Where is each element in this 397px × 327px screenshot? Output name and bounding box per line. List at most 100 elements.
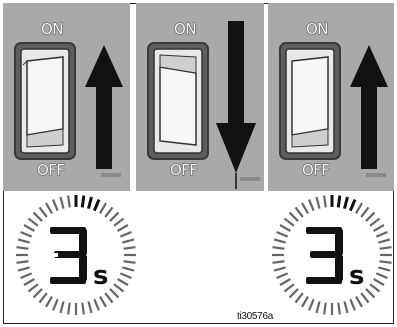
timer-unit: s xyxy=(93,261,108,291)
on-label: ON xyxy=(41,20,63,38)
dial-tick xyxy=(28,284,38,291)
dial-tick xyxy=(302,203,308,213)
dial-tick xyxy=(88,197,91,209)
dial-tick xyxy=(295,207,302,217)
switch-panel-off: ON OFF xyxy=(136,3,264,191)
dial-tick xyxy=(284,284,294,291)
dial-tick xyxy=(309,299,314,310)
off-label: OFF xyxy=(302,161,330,179)
dial-tick xyxy=(370,284,380,291)
dial-tick xyxy=(46,297,52,307)
dial-tick xyxy=(338,196,340,208)
dial-tick xyxy=(120,273,131,278)
dial-tick xyxy=(105,293,112,303)
dial-tick xyxy=(110,289,118,297)
dial-tick xyxy=(356,203,362,213)
dial-tick xyxy=(290,289,298,297)
dial-tick xyxy=(94,200,99,211)
dial-tick xyxy=(376,273,387,278)
dial-tick xyxy=(105,207,112,217)
dial-tick xyxy=(53,299,58,310)
dial-tick xyxy=(24,279,34,285)
dial-tick xyxy=(350,299,355,310)
dial-tick xyxy=(378,267,390,270)
dial-tick xyxy=(316,197,319,209)
dial-tick xyxy=(344,197,347,209)
switch-panel-on-1: ON OFF xyxy=(3,3,130,191)
dial-tick xyxy=(114,218,124,225)
dial-tick xyxy=(316,301,319,313)
dial-tick xyxy=(378,239,390,242)
dial-tick xyxy=(295,293,302,303)
dial-tick xyxy=(110,213,118,221)
dial-tick xyxy=(374,279,384,285)
dial-tick xyxy=(302,297,308,307)
off-label: OFF xyxy=(37,161,65,179)
dial-tick xyxy=(380,247,392,249)
dial-tick xyxy=(39,293,46,303)
dial-tick xyxy=(273,261,285,263)
dial-tick xyxy=(100,297,106,307)
dial-tick xyxy=(60,197,63,209)
dial-tick xyxy=(24,225,34,231)
dial-tick xyxy=(82,303,84,315)
timer-digit xyxy=(50,227,87,284)
dial-tick xyxy=(356,297,362,307)
dial-tick xyxy=(28,218,38,225)
dial-tick xyxy=(284,218,294,225)
rocker-switch xyxy=(160,67,196,145)
switch-illustration xyxy=(268,3,394,191)
dial-tick xyxy=(21,273,32,278)
dial-tick xyxy=(124,247,136,249)
rocker-switch xyxy=(27,57,63,135)
dial-tick xyxy=(17,261,29,263)
dial-tick xyxy=(374,225,384,231)
dial-tick xyxy=(68,303,70,315)
dial-tick xyxy=(274,267,286,270)
dial-tick xyxy=(274,239,286,242)
dial-tick xyxy=(273,247,285,249)
dial-tick xyxy=(34,213,42,221)
dial-tick xyxy=(34,289,42,297)
dial-tick xyxy=(366,213,374,221)
dial-tick xyxy=(82,196,84,208)
timer-digit xyxy=(306,227,343,284)
countdown-timer-icon: s xyxy=(270,193,394,317)
dial-tick xyxy=(370,218,380,225)
dial-tick xyxy=(324,303,326,315)
dial-tick xyxy=(39,207,46,217)
dial-tick xyxy=(46,203,52,213)
rocker-switch xyxy=(292,57,328,135)
dial-tick xyxy=(21,232,32,237)
dial-tick xyxy=(344,301,347,313)
switch-illustration xyxy=(3,3,130,191)
dial-tick xyxy=(380,261,392,263)
dial-tick xyxy=(60,301,63,313)
off-label: OFF xyxy=(170,161,198,179)
dial-tick xyxy=(366,289,374,297)
dial-tick xyxy=(122,267,134,270)
dial-tick xyxy=(376,232,387,237)
dial-tick xyxy=(280,225,290,231)
dial-tick xyxy=(114,284,124,291)
dial-tick xyxy=(118,225,128,231)
dial-tick xyxy=(280,279,290,285)
dial-tick xyxy=(124,261,136,263)
dial-tick xyxy=(53,200,58,211)
dial-tick xyxy=(350,200,355,211)
dial-tick xyxy=(94,299,99,310)
dial-tick xyxy=(361,207,368,217)
dial-tick xyxy=(122,239,134,242)
figure-id: ti30576a xyxy=(237,311,273,322)
dial-tick xyxy=(290,213,298,221)
dial-tick xyxy=(88,301,91,313)
dial-tick xyxy=(277,273,288,278)
on-label: ON xyxy=(306,20,328,38)
dial-tick xyxy=(338,303,340,315)
dial-tick xyxy=(324,196,326,208)
dial-tick xyxy=(309,200,314,211)
dial-tick xyxy=(68,196,70,208)
dial-tick xyxy=(120,232,131,237)
dial-tick xyxy=(17,247,29,249)
switch-panel-on-2: ON OFF xyxy=(268,3,394,191)
